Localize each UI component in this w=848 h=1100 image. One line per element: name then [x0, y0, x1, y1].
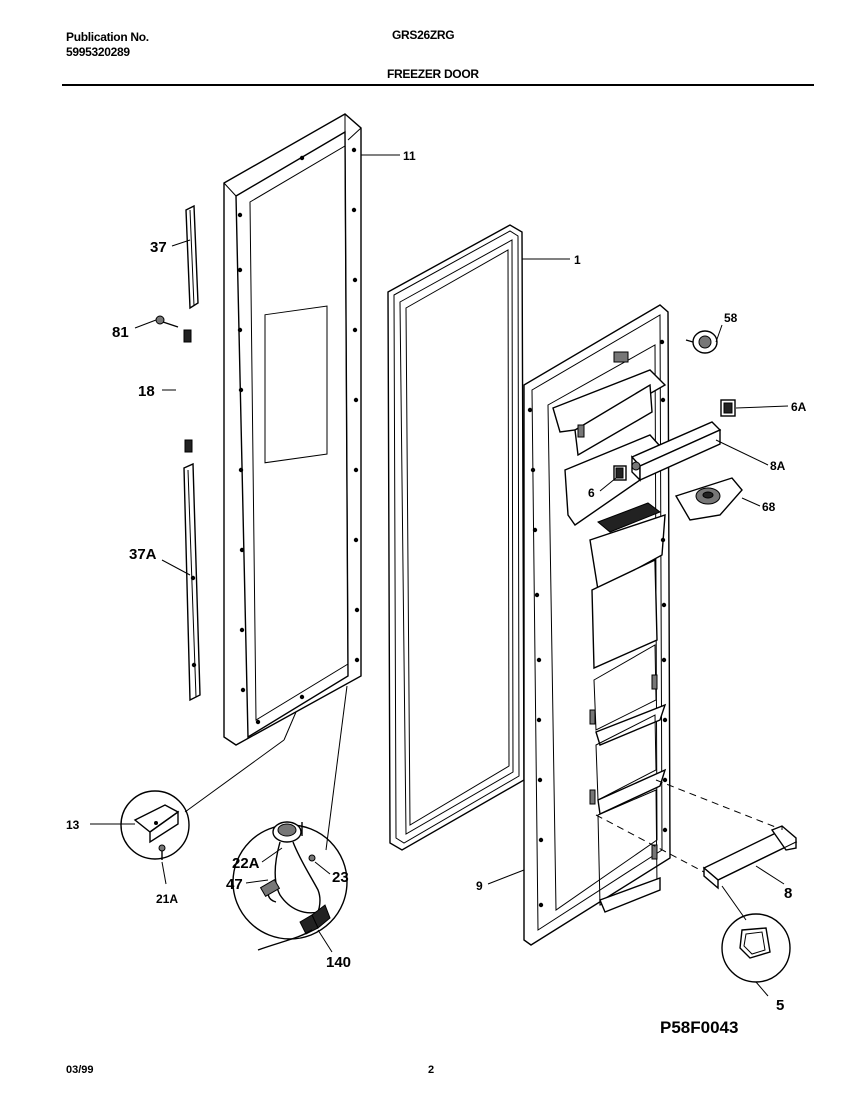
- callout-21A: 21A: [156, 892, 178, 906]
- callout-37A: 37A: [129, 546, 157, 563]
- footer-date: 03/99: [66, 1064, 94, 1076]
- callout-5: 5: [776, 997, 784, 1014]
- rack-alignment-line-lower: [595, 814, 705, 873]
- hinge-detail: [120, 790, 190, 860]
- header-rule: [62, 84, 814, 86]
- callout-1: 1: [574, 253, 581, 267]
- callout-8: 8: [784, 885, 792, 902]
- clip-6: [613, 465, 627, 481]
- callout-58: 58: [724, 311, 738, 325]
- publication-label: Publication No.: [66, 30, 149, 44]
- callout-47: 47: [226, 876, 243, 893]
- callout-8A: 8A: [770, 459, 786, 473]
- section-title: FREEZER DOOR: [387, 67, 479, 81]
- heater-detail: [232, 821, 348, 951]
- rack-end-cap-detail: [721, 913, 791, 983]
- callout-23: 23: [332, 869, 349, 886]
- callout-37: 37: [150, 239, 167, 256]
- model-number: GRS26ZRG: [392, 28, 455, 42]
- dispenser-bar-8A: [630, 421, 722, 482]
- callout-11: 11: [403, 149, 416, 163]
- callout-81: 81: [112, 324, 129, 341]
- screw-58: [685, 330, 718, 354]
- footer-page-number: 2: [428, 1064, 435, 1076]
- callout-6A: 6A: [791, 400, 807, 414]
- callout-13: 13: [66, 818, 80, 832]
- inner-door-liner: [523, 304, 671, 946]
- cantilever-clip-6A: [720, 399, 736, 417]
- handle-screw: [155, 315, 179, 328]
- door-gasket: [387, 224, 525, 851]
- callout-68: 68: [762, 500, 776, 514]
- door-rack-bar-8: [702, 825, 798, 890]
- outer-door-panel: [223, 113, 362, 746]
- diagram-code: P58F0043: [660, 1018, 738, 1037]
- leader-lines: [90, 154, 789, 997]
- callout-9: 9: [476, 879, 483, 893]
- callout-140: 140: [326, 954, 351, 971]
- callout-18: 18: [138, 383, 155, 400]
- upper-handle-trim: [185, 204, 199, 310]
- rack-alignment-line: [655, 779, 779, 829]
- callout-6: 6: [588, 486, 595, 500]
- dispenser-cup-68: [674, 477, 743, 521]
- lower-handle-trim: [183, 462, 201, 702]
- callout-22A: 22A: [232, 855, 260, 872]
- door-handle: [173, 329, 193, 453]
- publication-number: 5995320289: [66, 45, 130, 59]
